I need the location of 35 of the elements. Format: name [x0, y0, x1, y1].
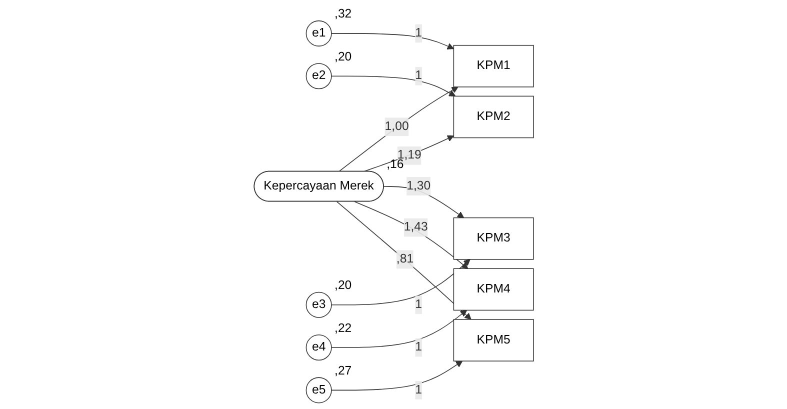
variance-value: ,20	[334, 49, 352, 64]
node-box: KPM2	[453, 96, 534, 138]
node-box: KPM4	[453, 268, 534, 311]
arrow	[330, 360, 462, 391]
node-circle: e2	[306, 63, 332, 90]
edge-label: 1	[414, 340, 422, 354]
node-circle: e4	[306, 334, 332, 361]
arrow	[330, 76, 456, 96]
edge-label: 1,19	[397, 148, 422, 162]
node-circle: e3	[306, 292, 332, 318]
edge-label: ,81	[396, 252, 414, 266]
node-circle: e1	[306, 20, 332, 46]
node-box: KPM3	[453, 217, 534, 260]
edge-label: 1,43	[404, 220, 428, 234]
edge-label: 1	[414, 383, 422, 396]
arrow	[330, 310, 467, 348]
node-circle: e5	[306, 377, 332, 404]
variance-value: ,27	[334, 363, 352, 378]
node-box: KPM1	[453, 44, 534, 88]
arrow	[383, 186, 464, 218]
arrow	[362, 135, 454, 172]
edge-label: 1	[414, 69, 422, 82]
node-box: KPM5	[453, 319, 534, 362]
variance-value: ,32	[334, 6, 352, 21]
variance-value: ,20	[334, 278, 352, 292]
variance-value: ,22	[334, 320, 352, 335]
edge-label: 1,00	[384, 120, 408, 133]
edge-label: 1,30	[406, 179, 430, 192]
arrow	[354, 201, 468, 269]
arrow	[338, 86, 458, 172]
edge-label: 1	[414, 26, 422, 40]
arrow	[336, 201, 472, 320]
edge-label: 1	[414, 298, 422, 312]
arrow	[330, 33, 454, 50]
arrow	[330, 259, 470, 306]
